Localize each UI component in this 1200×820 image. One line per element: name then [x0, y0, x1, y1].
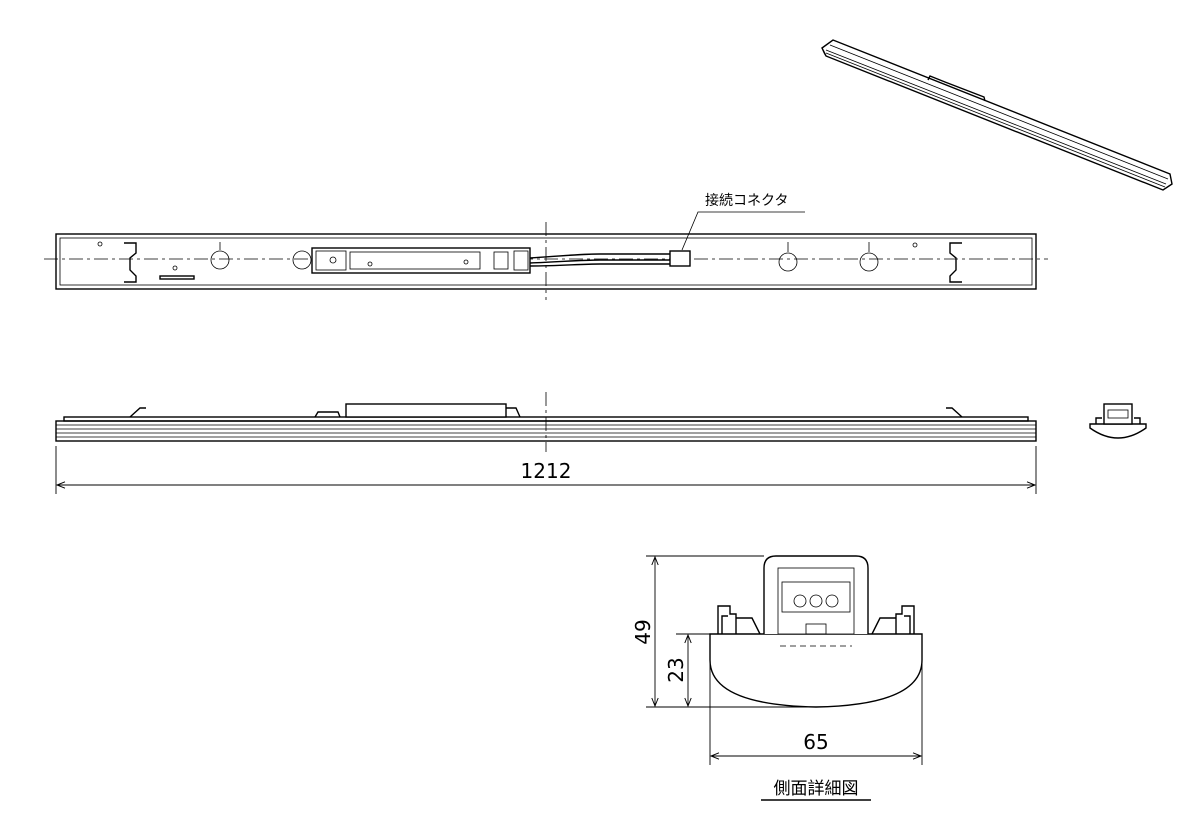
width-value: 65: [803, 730, 828, 754]
plan-view: 接続コネクタ: [44, 192, 1048, 300]
elevation-view: [55, 392, 1037, 452]
length-value: 1212: [521, 459, 572, 483]
lower-height-value: 23: [664, 657, 688, 682]
height-value: 49: [631, 619, 655, 644]
connector-label: 接続コネクタ: [705, 192, 788, 209]
side-detail-caption: 側面詳細図: [774, 779, 859, 799]
end-view-small: [1089, 403, 1147, 439]
length-dimension: 1212: [55, 446, 1037, 494]
isometric-view: [821, 39, 1173, 191]
side-detail-view: 49 23 65 側面詳細図: [631, 555, 923, 801]
